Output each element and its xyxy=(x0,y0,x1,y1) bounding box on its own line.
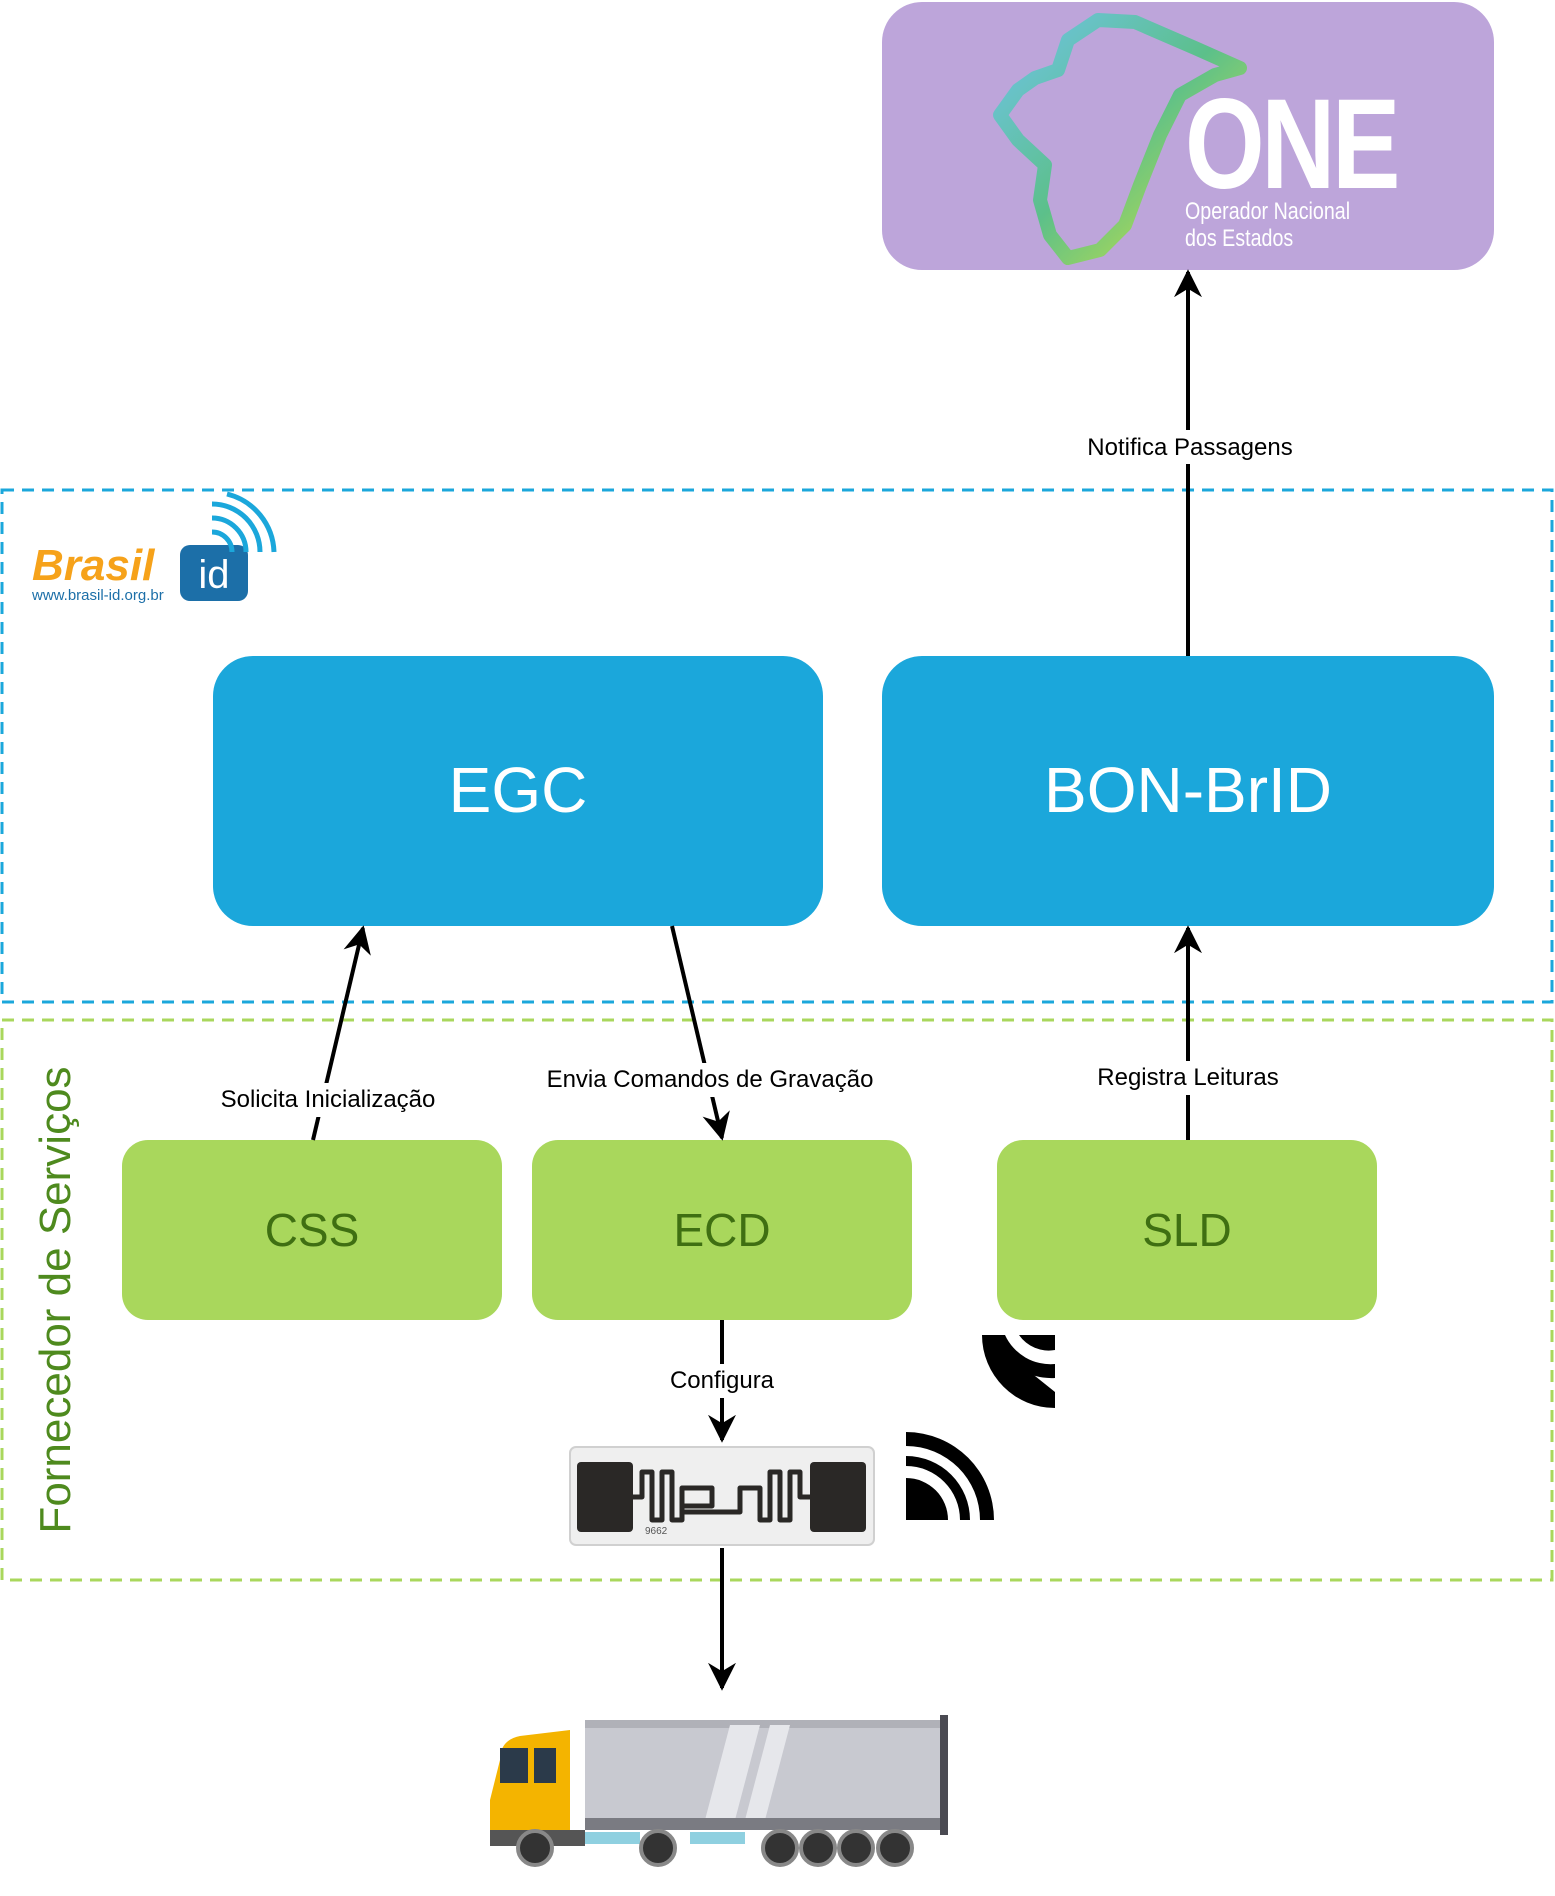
node-ecd-label: ECD xyxy=(673,1204,770,1256)
rfid-tag-code: 9662 xyxy=(645,1526,668,1537)
rfid-tag-icon: 9662 xyxy=(569,1446,875,1546)
wifi-signal-icon xyxy=(906,1432,994,1520)
node-css xyxy=(122,1140,502,1320)
node-css-label: CSS xyxy=(265,1204,360,1256)
group-brasil-id xyxy=(0,488,1554,1004)
truck-icon xyxy=(490,1715,948,1867)
wifi-signal-icon xyxy=(977,1335,1055,1408)
wifi-signal-icon xyxy=(211,491,277,553)
node-egc-label: EGC xyxy=(449,754,588,826)
brasil-logo-badge-text: id xyxy=(198,553,229,597)
edge-registra-label: Registra Leituras xyxy=(1097,1064,1278,1091)
edge-notifica-label: Notifica Passagens xyxy=(1087,434,1292,461)
node-bon-brid-label: BON-BrID xyxy=(1044,754,1332,826)
one-logo-text: ONE xyxy=(1185,72,1397,216)
group-fornecedor-label: Fornecedor de Serviços xyxy=(31,1066,80,1533)
node-sld xyxy=(997,1140,1377,1320)
one-subtitle-line1: Operador Nacional xyxy=(1185,197,1350,224)
node-bon-brid xyxy=(882,656,1494,926)
brasil-logo-url: www.brasil-id.org.br xyxy=(31,587,164,604)
edge-configura-label: Configura xyxy=(670,1367,775,1394)
group-fornecedor xyxy=(0,1018,1554,1582)
one-subtitle-line2: dos Estados xyxy=(1185,224,1293,251)
edge-envia xyxy=(670,925,730,1141)
brazil-map-icon xyxy=(993,13,1247,265)
brasil-logo-badge xyxy=(180,545,248,601)
edge-solicita-label: Solicita Inicialização xyxy=(221,1086,436,1113)
node-sld-label: SLD xyxy=(1142,1204,1231,1256)
brasil-id-logo: Brasil id www.brasil-id.org.br xyxy=(31,491,277,604)
node-egc xyxy=(213,656,823,926)
brasil-logo-word: Brasil xyxy=(32,541,155,590)
node-ecd xyxy=(532,1140,912,1320)
edge-envia-label: Envia Comandos de Gravação xyxy=(547,1066,874,1093)
